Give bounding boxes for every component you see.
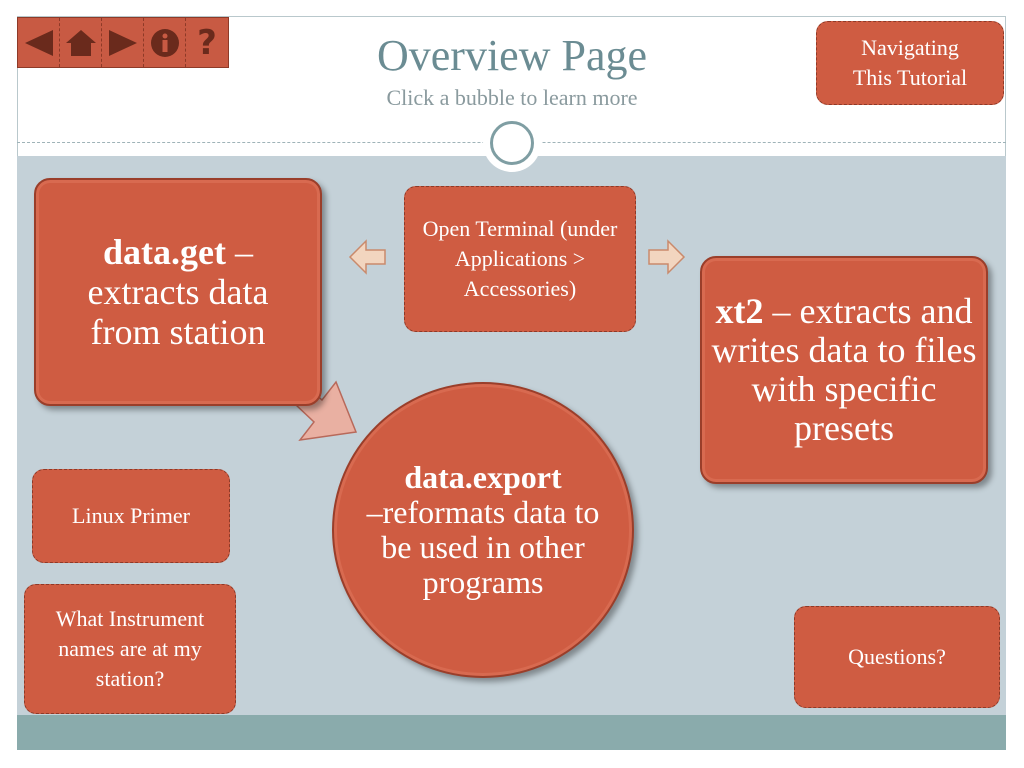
linux-primer-text: Linux Primer	[72, 503, 190, 528]
page-subtitle: Click a bubble to learn more	[386, 85, 638, 110]
data-export-description: –reformats data to be used in other prog…	[366, 494, 600, 600]
info-icon	[150, 28, 179, 57]
data-get-bubble[interactable]: data.get – extracts data from station	[34, 178, 322, 406]
back-button[interactable]	[18, 18, 60, 67]
navigating-tutorial-button[interactable]: Navigating This Tutorial	[816, 21, 1004, 105]
footer-bar	[17, 715, 1006, 750]
navigation-toolbar: ?	[17, 17, 229, 68]
page-title: Overview Page	[376, 31, 647, 80]
instrument-names-bubble[interactable]: What Instrument names are at my station?	[24, 584, 236, 714]
questions-bubble[interactable]: Questions?	[794, 606, 1000, 708]
xt2-bubble[interactable]: xt2 – extracts and writes data to files …	[700, 256, 988, 484]
navigating-tutorial-line1: Navigating	[861, 35, 959, 60]
home-button[interactable]	[60, 18, 102, 67]
open-terminal-text: Open Terminal (under Applications > Acce…	[422, 216, 618, 301]
data-get-description: – extracts data from station	[87, 232, 269, 352]
data-export-bubble[interactable]: data.export –reformats data to be used i…	[332, 382, 634, 678]
left-arrow-icon	[348, 239, 386, 275]
questions-text: Questions?	[848, 644, 946, 669]
help-button[interactable]: ?	[186, 18, 228, 67]
forward-button[interactable]	[102, 18, 144, 67]
forward-icon	[108, 29, 137, 56]
home-icon	[65, 29, 96, 56]
instrument-names-text: What Instrument names are at my station?	[55, 606, 205, 691]
xt2-command: xt2	[715, 291, 764, 331]
data-export-command: data.export	[404, 459, 562, 495]
right-arrow-icon	[648, 239, 686, 275]
linux-primer-bubble[interactable]: Linux Primer	[32, 469, 230, 563]
info-button[interactable]	[144, 18, 186, 67]
xt2-description: – extracts and writes data to files with…	[711, 291, 977, 448]
help-icon: ?	[197, 22, 217, 63]
open-terminal-bubble[interactable]: Open Terminal (under Applications > Acce…	[404, 186, 636, 332]
data-get-command: data.get	[103, 232, 226, 272]
navigating-tutorial-line2: This Tutorial	[852, 65, 968, 90]
back-icon	[24, 29, 53, 56]
header-ornament	[483, 114, 541, 172]
